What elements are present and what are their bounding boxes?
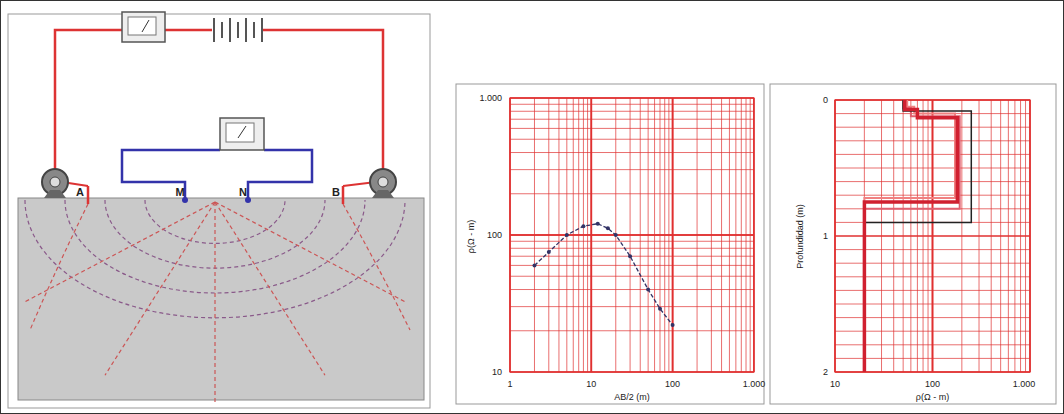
grid-line: [510, 276, 754, 277]
data-curves: [532, 100, 971, 372]
plot-area: [510, 98, 754, 372]
data-point: [547, 250, 551, 254]
log-grid: [510, 98, 754, 372]
chart-panel: [770, 84, 1056, 404]
data-point: [606, 226, 610, 230]
cable-reel: [42, 169, 68, 198]
data-point: [658, 307, 662, 311]
layer-model: [864, 100, 955, 372]
grid-line: [835, 99, 1030, 101]
voltmeter: [220, 118, 264, 150]
grid-line: [510, 111, 754, 112]
grid-line: [510, 265, 754, 266]
data-point: [628, 254, 632, 258]
equipotential-line: [215, 202, 325, 375]
axis-label: 1.000: [743, 380, 766, 389]
battery-symbol: [214, 18, 262, 42]
axis-label: ρ(Ω - m): [916, 393, 949, 402]
grid-line: [835, 127, 1030, 128]
axis-label: 100: [665, 380, 680, 389]
potential-electrode: [245, 197, 251, 203]
data-point: [614, 233, 618, 237]
grid-line: [510, 306, 754, 307]
axis-label: 100: [925, 380, 940, 389]
grid-line: [510, 371, 754, 373]
grid-line: [835, 195, 1030, 196]
grid-line: [510, 119, 754, 120]
grid-line: [835, 181, 1030, 182]
axis-label: 1.000: [479, 94, 502, 103]
grid-line: [510, 128, 754, 129]
electrode-label: N: [239, 187, 247, 198]
axis-label: 10: [492, 368, 502, 377]
equipotential-line: [105, 202, 215, 375]
grid-line: [510, 139, 754, 140]
apparent-resistivity-curve: [535, 224, 673, 325]
grid-line: [510, 193, 754, 194]
grid-line: [510, 234, 754, 236]
layer-model: [864, 100, 971, 372]
chart-panel: [456, 84, 764, 404]
axis-label: 100: [487, 231, 502, 240]
current-lines: [24, 200, 410, 402]
grid-line: [510, 169, 754, 170]
axis-title: ρ(Ω - m): [468, 219, 477, 252]
data-point: [596, 222, 600, 226]
electrode-lead: [62, 182, 376, 186]
data-point: [671, 323, 675, 327]
axis-label: 0: [823, 96, 828, 105]
potential-electrode: [182, 197, 188, 203]
left-panel: [8, 14, 430, 408]
grid-line: [510, 241, 754, 242]
grid-line: [510, 152, 754, 153]
ammeter: [122, 12, 165, 42]
data-point: [565, 233, 569, 237]
data-point: [646, 288, 650, 292]
layer-model: [864, 100, 959, 372]
axis-label: 1: [823, 232, 828, 241]
data-point: [581, 224, 585, 228]
grid-line: [510, 289, 754, 290]
equipotential-line: [24, 202, 215, 302]
log-grid: [835, 100, 1030, 372]
grid-line: [835, 140, 1030, 141]
current-electrode: [88, 186, 343, 204]
axis-label: 10: [830, 380, 840, 389]
axis-label: 1.000: [1013, 380, 1036, 389]
layer-model: [864, 100, 957, 372]
axis-label: 2: [823, 368, 828, 377]
electrode-label: A: [76, 187, 84, 198]
axis-label: 10: [586, 380, 596, 389]
electrode-label: M: [175, 187, 184, 198]
grid-line: [510, 104, 754, 105]
grid-line: [510, 97, 754, 99]
potential-wire: [122, 150, 312, 200]
cable-reel: [370, 169, 396, 198]
grid-line: [510, 234, 754, 236]
data-point: [532, 263, 536, 267]
grid-line: [510, 248, 754, 249]
axis-label: AB/2 (m): [614, 393, 650, 402]
axis-title: Profundidad (m): [796, 204, 805, 269]
equipotential-line: [215, 202, 406, 302]
grid-line: [835, 154, 1030, 155]
ground: [18, 198, 424, 400]
axis-label: 1: [507, 380, 512, 389]
equipotential-line: [214, 202, 215, 402]
electrode-label: B: [332, 187, 340, 198]
plot-area: [835, 100, 1030, 372]
grid-line: [510, 330, 754, 331]
grid-line: [835, 168, 1030, 169]
equipotential-line: [30, 204, 410, 330]
current-line: [145, 200, 285, 243]
